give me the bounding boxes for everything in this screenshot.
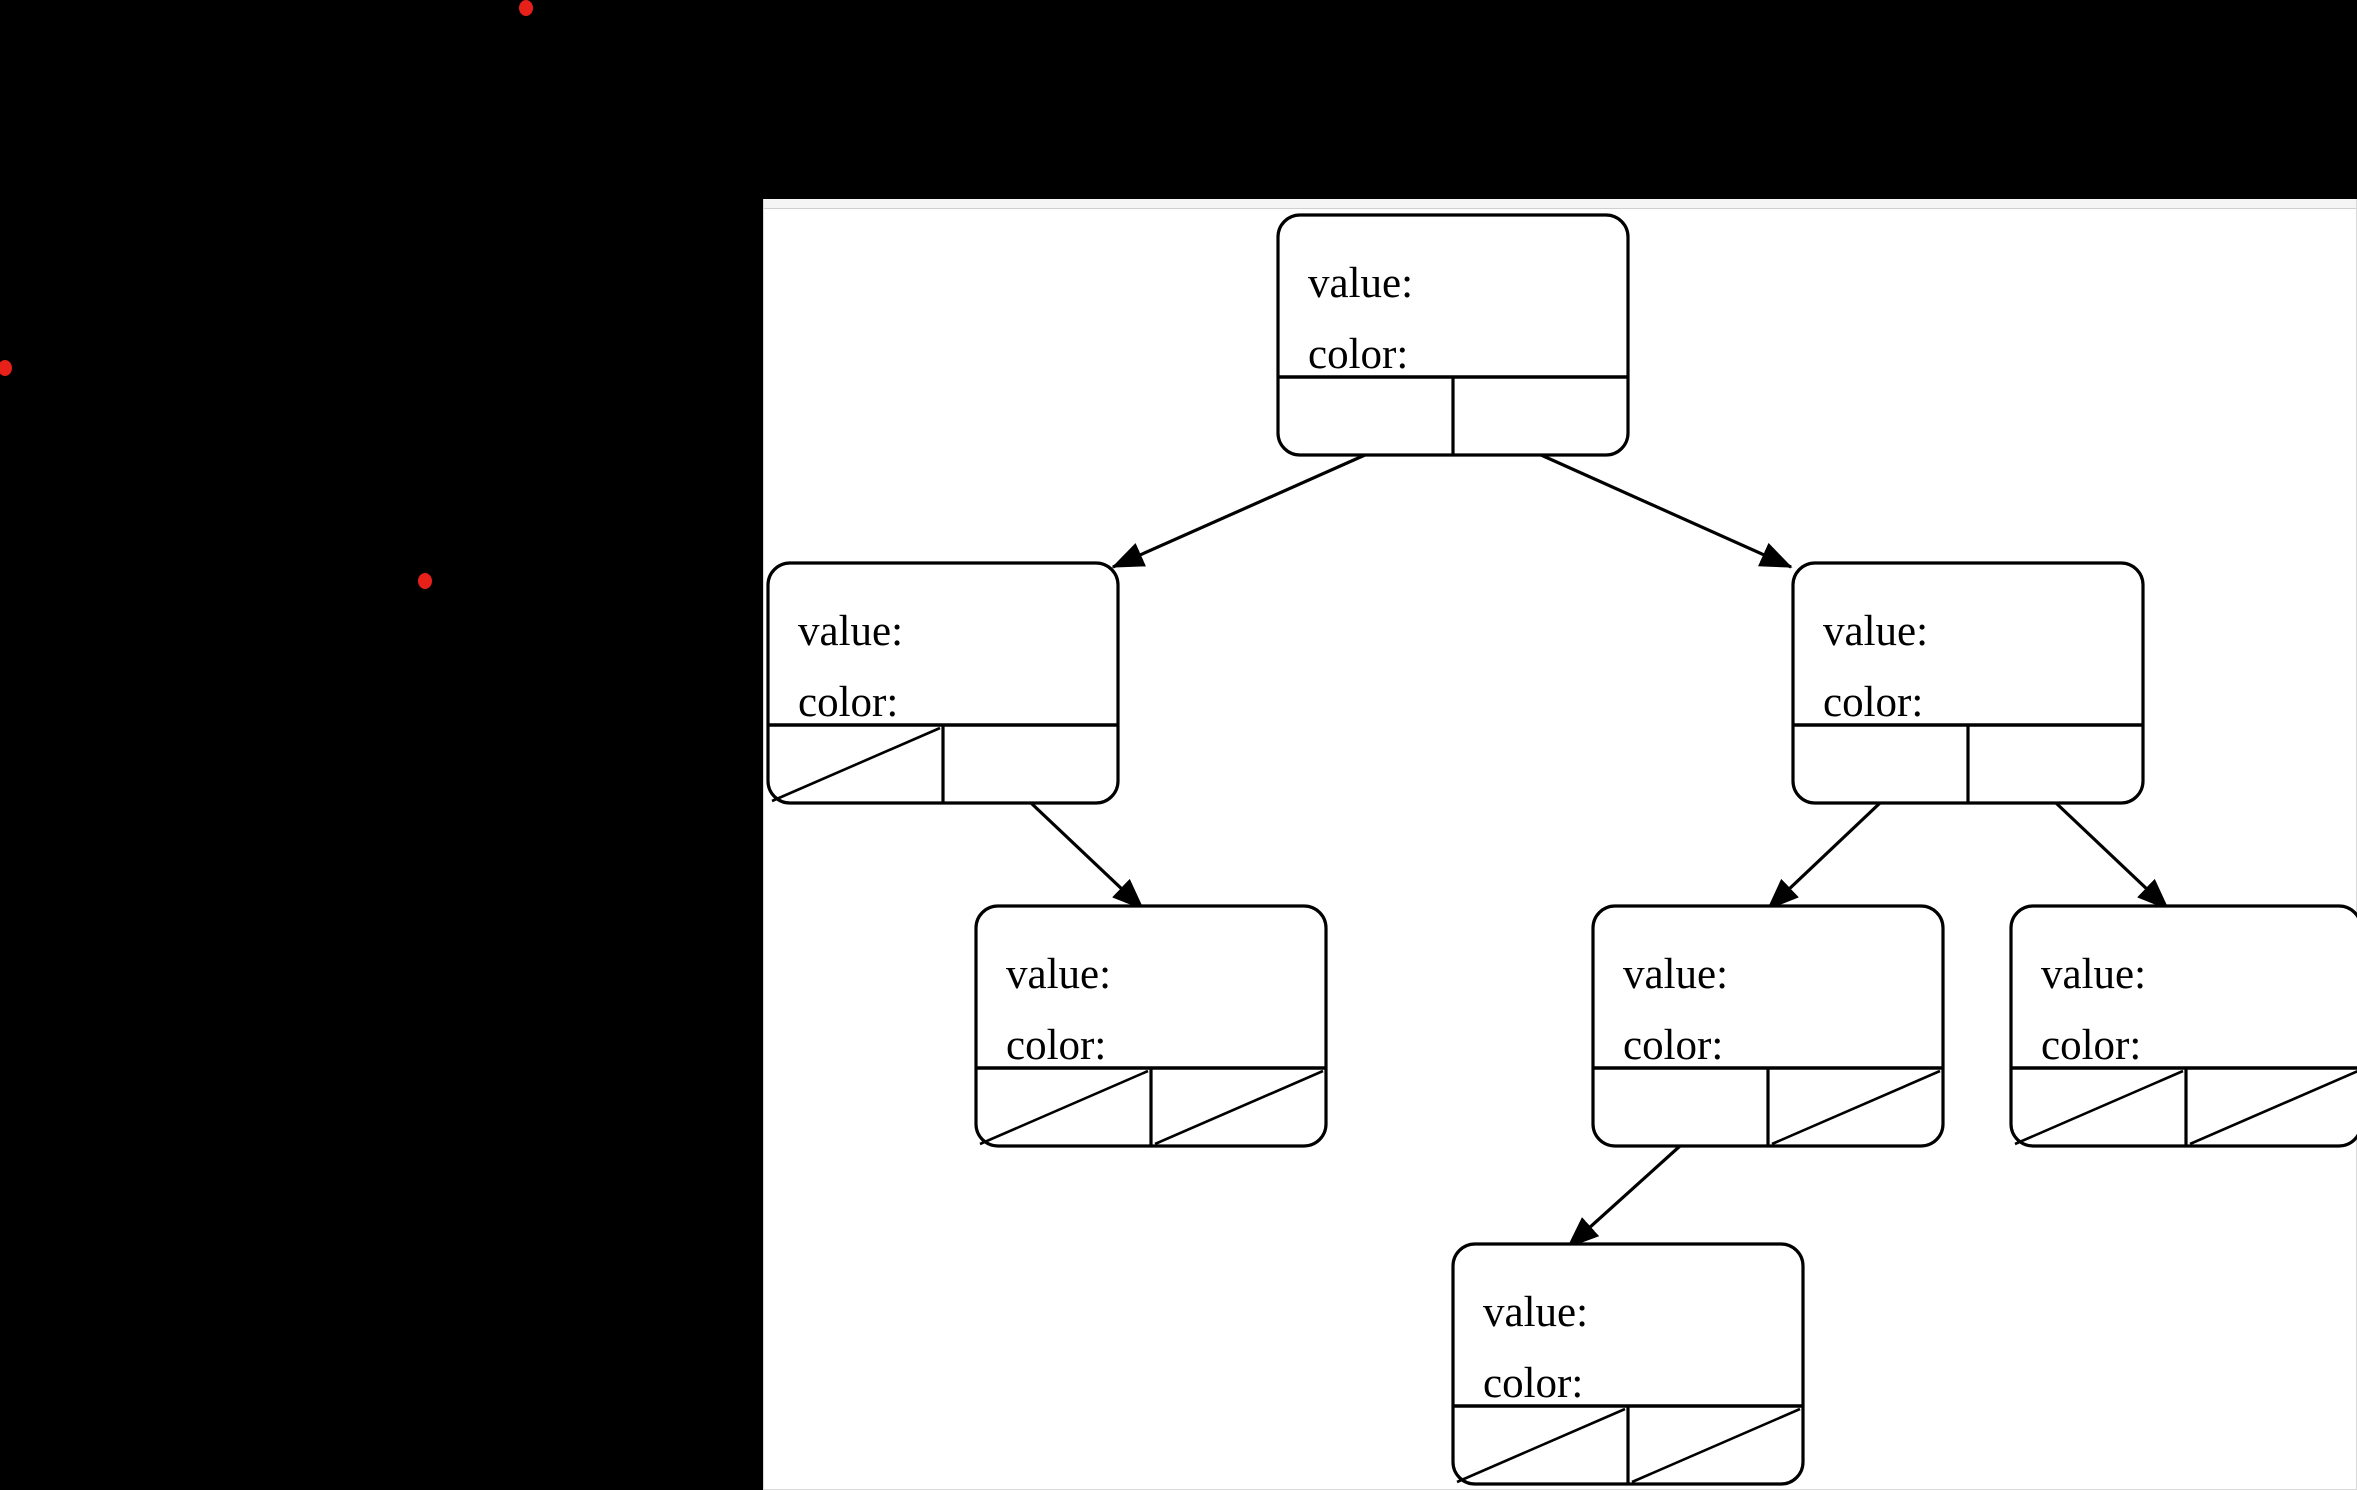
node-layer: value:color:value:color:value:color:valu… [766, 213, 2357, 1486]
right-null-slash [1771, 1069, 1941, 1146]
right-null-slash [1631, 1407, 1801, 1484]
marker-dot-2 [0, 360, 12, 376]
node-value-label: value: [1623, 951, 1728, 998]
node-value-label: value: [798, 608, 903, 655]
edge-right-to-rl [1766, 801, 1882, 911]
node-color-label: color: [2041, 1022, 2141, 1069]
node-color-label: color: [1483, 1360, 1583, 1407]
right-null-slash [2189, 1070, 2357, 1146]
node-value-label: value: [1006, 951, 1111, 998]
edge-root-to-right [1540, 453, 1793, 569]
edge-right-to-rr [2054, 801, 2170, 911]
canvas-left-rule [763, 199, 764, 1490]
left-null-slash [2014, 1069, 2184, 1146]
marker-dot-3 [418, 573, 432, 589]
tree-node-root[interactable]: value: color: [1276, 213, 1630, 457]
node-value-label: value: [1308, 260, 1413, 307]
node-value-label: value: [2041, 951, 2146, 998]
edge-root-to-left [1111, 453, 1366, 569]
right-null-slash [1154, 1069, 1324, 1146]
marker-dot-1 [519, 0, 533, 16]
tree-node-right-left-left[interactable]: value: color: [1451, 1242, 1805, 1486]
node-color-label: color: [1623, 1022, 1723, 1069]
edge-rl-to-rll [1566, 1144, 1682, 1249]
node-color-label: color: [1823, 679, 1923, 726]
tree-node-left[interactable]: value: color: [766, 561, 1120, 805]
binary-tree-graphic: value:color:value:color:value:color:valu… [766, 213, 2357, 1486]
canvas-top-rule [763, 199, 2357, 209]
diagram-canvas[interactable]: value:color:value:color:value:color:valu… [763, 199, 2357, 1490]
node-color-label: color: [798, 679, 898, 726]
tree-node-right-right[interactable]: value: color: [2009, 904, 2357, 1148]
edge-layer [1029, 453, 2170, 1249]
tree-node-left-right[interactable]: value: color: [974, 904, 1328, 1148]
tree-node-right[interactable]: value: color: [1791, 561, 2145, 805]
left-null-slash [771, 726, 941, 803]
node-value-label: value: [1483, 1289, 1588, 1336]
left-null-slash [1456, 1407, 1626, 1484]
edge-left-to-lr [1029, 801, 1145, 911]
node-value-label: value: [1823, 608, 1928, 655]
tree-node-right-left[interactable]: value: color: [1591, 904, 1945, 1148]
left-null-slash [979, 1069, 1149, 1146]
node-color-label: color: [1308, 331, 1408, 378]
node-color-label: color: [1006, 1022, 1106, 1069]
